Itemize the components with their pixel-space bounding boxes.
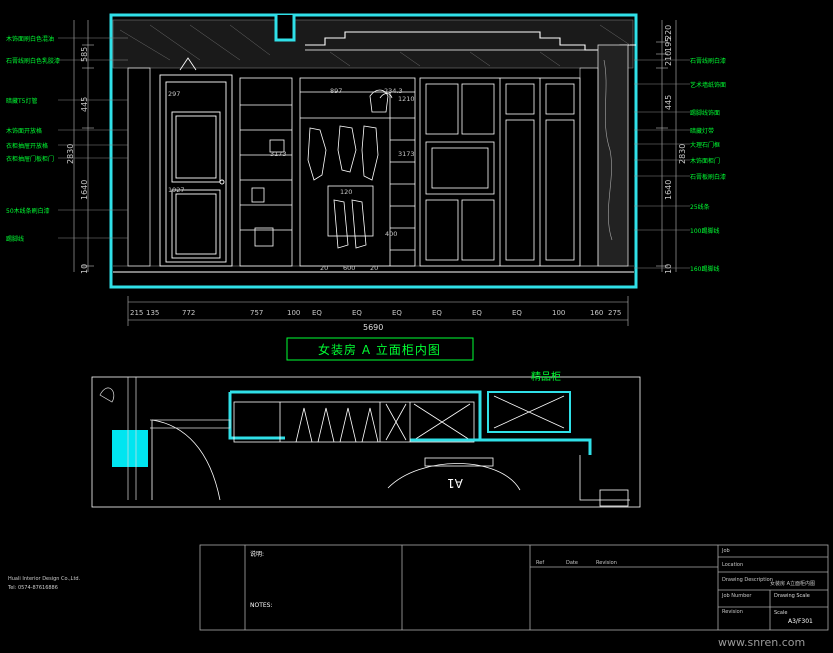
bottom-dim: EQ bbox=[432, 309, 442, 317]
total-width-dim: 5690 bbox=[363, 323, 384, 332]
bottom-dim: EQ bbox=[472, 309, 482, 317]
inner-dim: 20 bbox=[320, 264, 329, 272]
tb-field: Job Number bbox=[722, 593, 752, 599]
left-note: 50木线条刷白漆 bbox=[6, 208, 50, 215]
tb-field: Job bbox=[722, 548, 730, 554]
notes-heading: 说明: bbox=[250, 551, 265, 558]
sheet-number: A3/F301 bbox=[788, 618, 813, 625]
left-note: 木饰面开放格 bbox=[6, 128, 43, 135]
bottom-dim: 215 bbox=[130, 309, 144, 317]
bottom-dim: EQ bbox=[312, 309, 322, 317]
left-note: 衣柜抽屉开放格 bbox=[6, 143, 49, 150]
wardrobe-open-section bbox=[299, 77, 416, 267]
plan-view bbox=[91, 376, 641, 508]
left-note: 木饰面刷白色混油 bbox=[6, 36, 55, 43]
right-dim: 195 bbox=[664, 36, 673, 52]
left-note: 石膏线刷白色乳胶漆 bbox=[6, 58, 61, 65]
bottom-dimension-chain bbox=[127, 296, 629, 326]
tb-col-header: Ref bbox=[536, 560, 545, 566]
left-note: 踢脚线 bbox=[6, 236, 25, 243]
open-shelving bbox=[239, 77, 293, 267]
wardrobe-doors bbox=[419, 77, 581, 267]
drawing-title: 女装房 A 立面柜内图 bbox=[318, 343, 441, 357]
left-dim: 2830 bbox=[66, 143, 75, 164]
panel-door bbox=[159, 57, 233, 267]
inner-dim: 897 bbox=[330, 87, 343, 95]
cyan-column bbox=[112, 430, 148, 467]
inner-dim: 1927 bbox=[168, 186, 185, 194]
section-mark: A1 bbox=[447, 476, 463, 490]
right-note: 暗藏灯带 bbox=[690, 128, 715, 135]
inner-dim: 3173 bbox=[398, 150, 415, 158]
inner-dim: 1210 bbox=[398, 95, 415, 103]
bottom-dim: EQ bbox=[352, 309, 362, 317]
title-block bbox=[199, 544, 829, 631]
company-name: Huali Interior Design Co.,Ltd. bbox=[8, 576, 81, 582]
bottom-dim: 757 bbox=[250, 309, 264, 317]
right-note: 大理石门框 bbox=[690, 142, 721, 149]
tb-field: Revision bbox=[722, 609, 743, 615]
right-note: 100踢脚线 bbox=[690, 228, 720, 235]
inner-dim: 297 bbox=[168, 90, 181, 98]
company-tel: Tel: 0574-87616886 bbox=[8, 585, 58, 591]
note-leaders bbox=[58, 37, 690, 269]
left-dim: 445 bbox=[80, 96, 89, 112]
bottom-dim: 100 bbox=[287, 309, 301, 317]
right-note: 踢脚线饰面 bbox=[690, 110, 721, 117]
bottom-dim: 135 bbox=[146, 309, 160, 317]
inner-dim: 20 bbox=[370, 264, 379, 272]
right-dim: 210 bbox=[664, 50, 673, 66]
drawing-title-box bbox=[286, 337, 474, 361]
inner-dim: 120 bbox=[340, 188, 353, 196]
plan-left-wall bbox=[99, 377, 231, 500]
plan-label: 精品柜 bbox=[531, 372, 561, 383]
side-panel bbox=[579, 67, 599, 267]
bottom-dim: EQ bbox=[512, 309, 522, 317]
bottom-dim: EQ bbox=[392, 309, 402, 317]
right-note: 160踢脚线 bbox=[690, 266, 720, 273]
tb-field: Location bbox=[722, 562, 744, 568]
tb-field: Drawing Description bbox=[722, 577, 773, 583]
inner-dim: 400 bbox=[385, 230, 398, 238]
right-wall-stone bbox=[603, 59, 613, 241]
right-dim: 2830 bbox=[678, 143, 687, 164]
right-dim: 10 bbox=[664, 263, 673, 274]
left-note: 衣柜抽屉门板柜门 bbox=[6, 156, 55, 163]
tb-drawing-desc: 女装房 A立面柜内图 bbox=[770, 581, 816, 587]
inner-dim: 3173 bbox=[270, 150, 287, 158]
left-dimension-line bbox=[73, 20, 94, 272]
left-wall-pillar bbox=[127, 67, 151, 267]
scale-label: Scale bbox=[774, 610, 788, 616]
right-note: 石膏线刷白漆 bbox=[690, 58, 727, 65]
drawing-scale-label: Drawing Scale bbox=[774, 593, 810, 599]
right-dim: 445 bbox=[664, 94, 673, 110]
bottom-dim: 275 bbox=[608, 309, 622, 317]
tb-col-header: Revision bbox=[596, 560, 617, 566]
inner-dim: 600 bbox=[343, 264, 356, 272]
inner-dim: 234.3 bbox=[384, 87, 403, 95]
bottom-dim: 100 bbox=[552, 309, 566, 317]
left-dim: 10 bbox=[80, 263, 89, 274]
right-note: 25线条 bbox=[690, 204, 710, 211]
bottom-dim: 772 bbox=[182, 309, 196, 317]
right-dim: 1640 bbox=[664, 179, 673, 200]
bottom-dim: 160 bbox=[590, 309, 604, 317]
right-note: 石膏板刷白漆 bbox=[690, 174, 727, 181]
left-dim: 585 bbox=[80, 46, 89, 62]
left-dim: 1640 bbox=[80, 179, 89, 200]
notes-heading-en: NOTES: bbox=[250, 602, 273, 609]
tb-col-header: Date bbox=[566, 560, 578, 566]
ceiling-hatch bbox=[119, 24, 631, 67]
right-note: 艺术墙纸饰面 bbox=[690, 82, 727, 89]
watermark: www.snren.com bbox=[718, 636, 806, 649]
right-note: 木饰面柜门 bbox=[690, 158, 721, 165]
left-note: 暗藏T5灯管 bbox=[6, 98, 38, 105]
right-wall-pillar bbox=[597, 44, 629, 267]
